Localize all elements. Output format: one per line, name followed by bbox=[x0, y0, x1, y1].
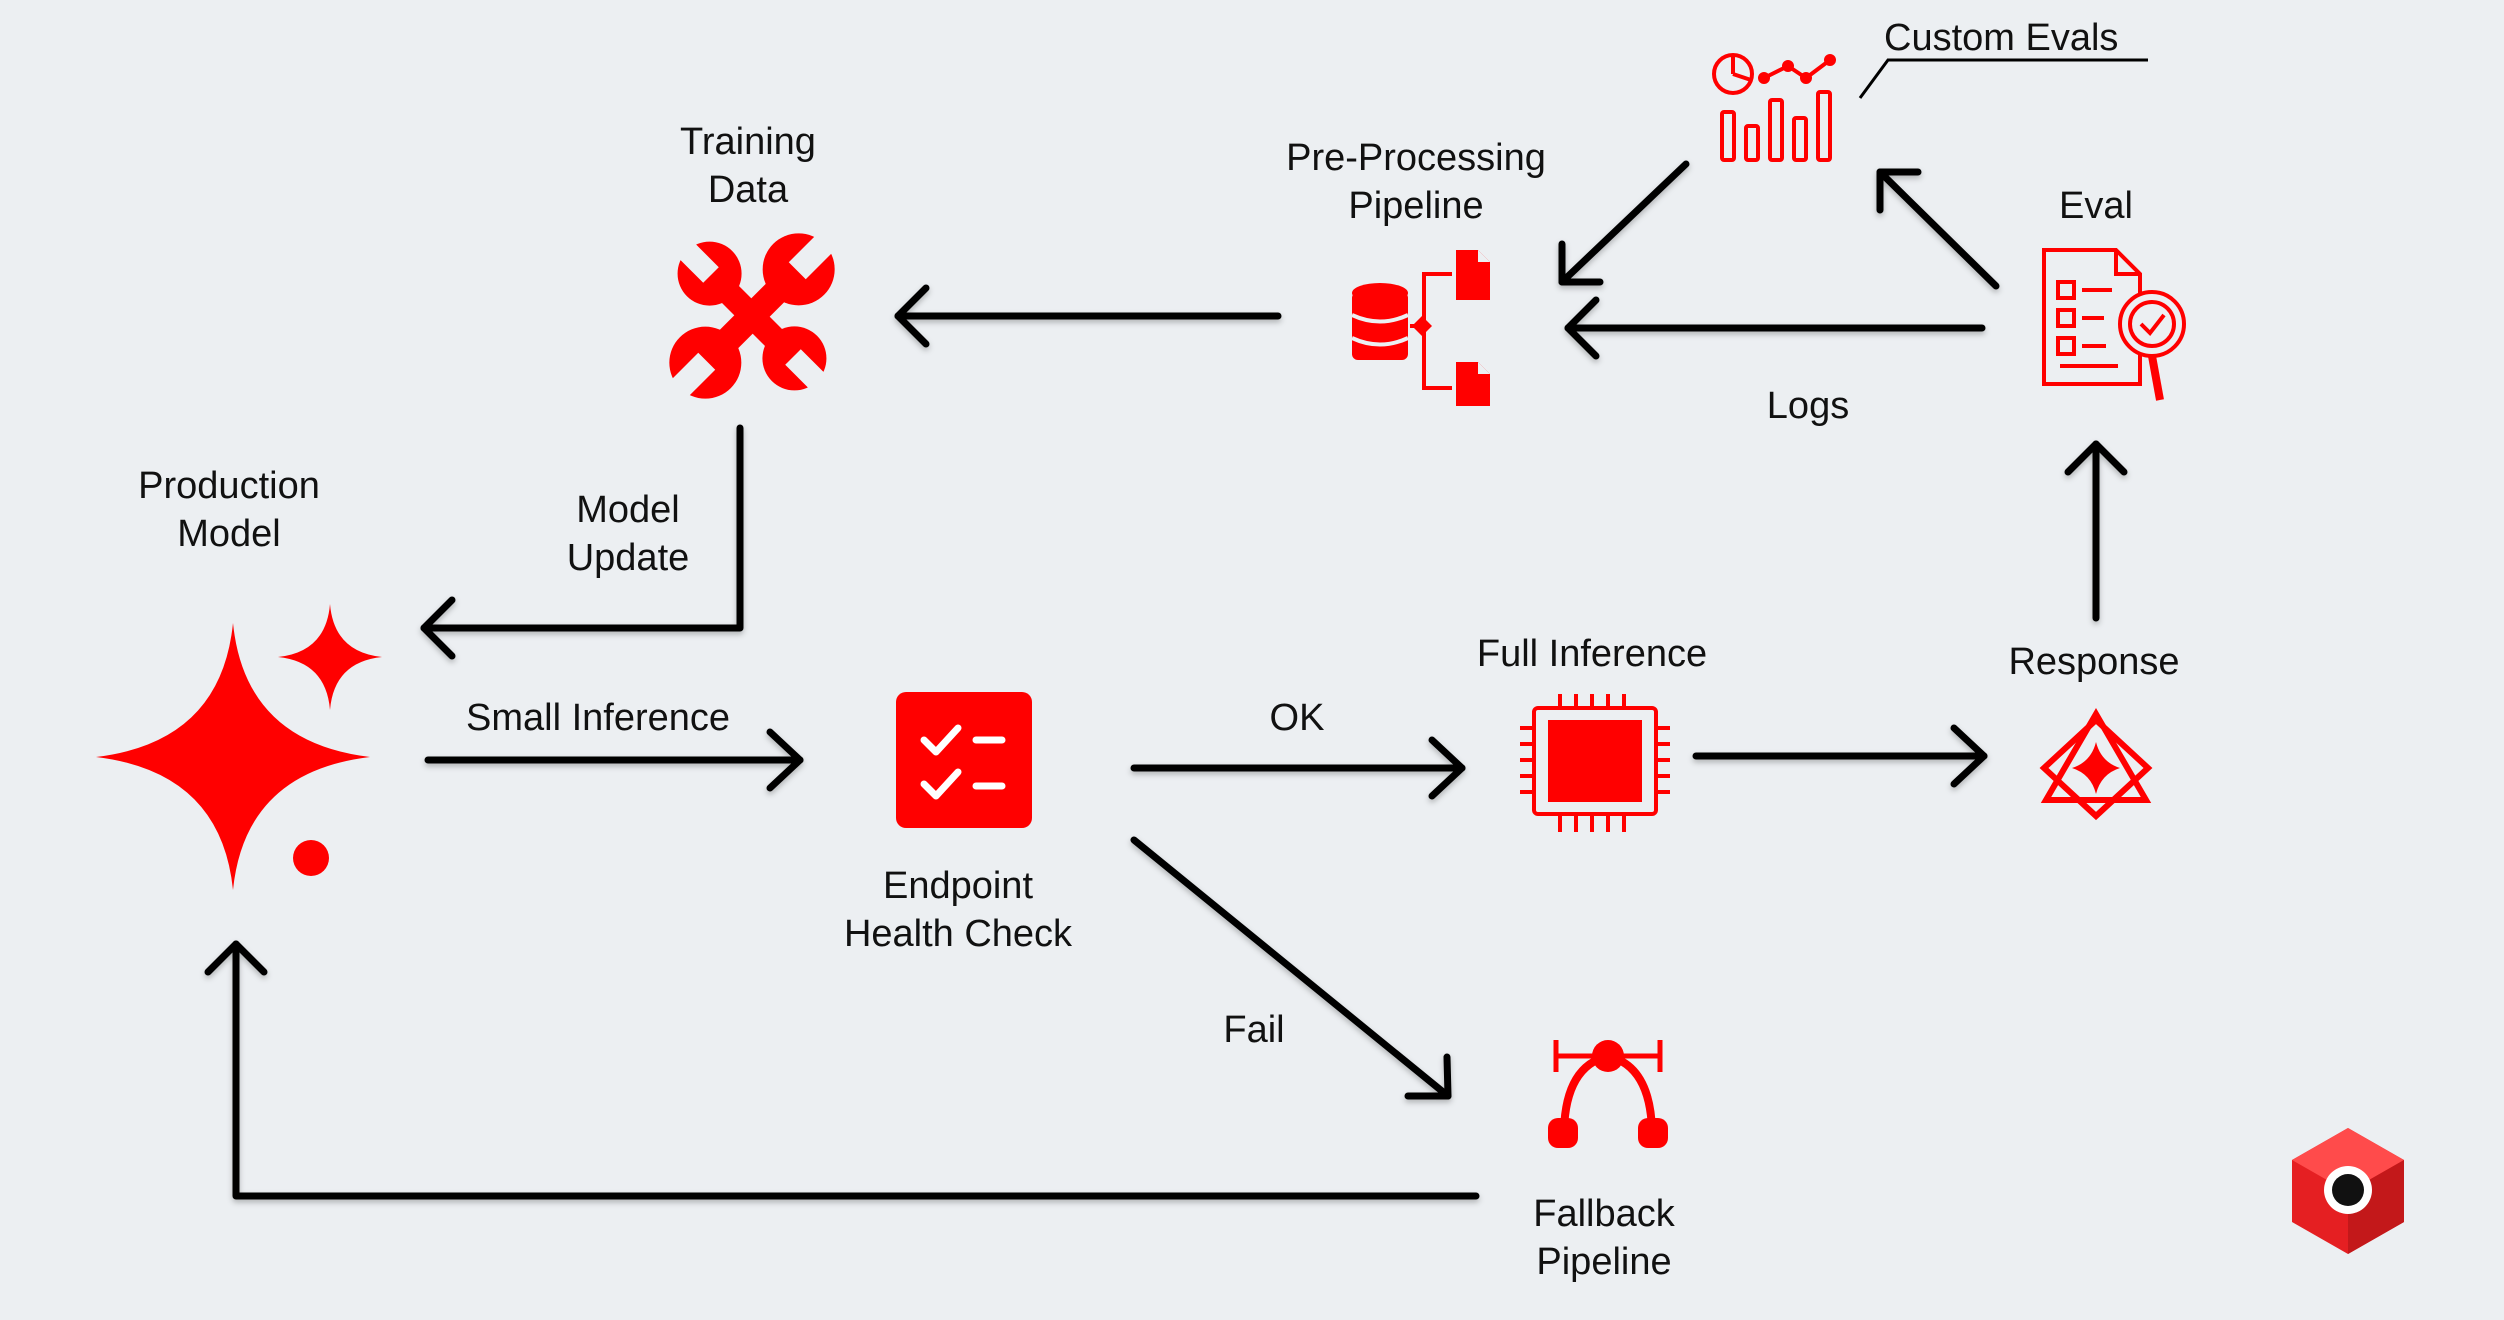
arrow-full-inference-to-response bbox=[1692, 724, 1988, 788]
arrow-fallback-to-production bbox=[204, 940, 1480, 1200]
cube-logo-icon bbox=[2292, 1128, 2404, 1254]
response-star-icon bbox=[2039, 708, 2153, 821]
arrow-response-to-eval bbox=[2064, 440, 2128, 622]
arrow-small-inference bbox=[424, 728, 804, 792]
response-label: Response bbox=[2008, 641, 2180, 683]
arrow-custom-evals-to-preprocessing bbox=[1558, 160, 1690, 286]
arrow-eval-to-custom-evals bbox=[1876, 168, 2000, 290]
custom-evals-label: Custom Evals bbox=[1884, 17, 2119, 59]
arrow-model-update bbox=[420, 424, 744, 660]
production-model-label: Production Model bbox=[138, 465, 320, 555]
cpu-chip-icon bbox=[1520, 694, 1670, 832]
preprocessing-pipeline-label: Pre-Processing Pipeline bbox=[1286, 137, 1546, 227]
endpoint-health-check-label: Endpoint Health Check bbox=[843, 865, 1073, 955]
arrow-fail bbox=[1130, 836, 1452, 1100]
arrow-ok bbox=[1130, 736, 1466, 800]
document-checklist-magnifier-icon bbox=[2042, 248, 2186, 401]
database-split-icon bbox=[1351, 250, 1490, 406]
ok-label: OK bbox=[1269, 697, 1325, 739]
wrench-tools-icon bbox=[660, 224, 844, 408]
logs-label: Logs bbox=[1766, 385, 1850, 427]
fail-label: Fail bbox=[1223, 1009, 1285, 1051]
fallback-pipeline-label: Fallback Pipeline bbox=[1533, 1193, 1675, 1283]
model-update-label: Model Update bbox=[566, 489, 690, 579]
bezier-path-icon bbox=[1548, 1040, 1668, 1148]
full-inference-label: Full Inference bbox=[1476, 633, 1708, 675]
arrow-preprocessing-to-training bbox=[894, 284, 1282, 348]
small-inference-label: Small Inference bbox=[465, 697, 731, 739]
eval-label: Eval bbox=[2059, 185, 2133, 227]
checklist-icon bbox=[896, 692, 1032, 828]
training-data-label: Training Data bbox=[680, 121, 816, 211]
custom-evals-leader bbox=[1858, 58, 2148, 99]
analytics-chart-icon bbox=[1712, 53, 1836, 162]
arrow-logs bbox=[1564, 296, 1986, 360]
sparkles-icon bbox=[96, 604, 382, 890]
